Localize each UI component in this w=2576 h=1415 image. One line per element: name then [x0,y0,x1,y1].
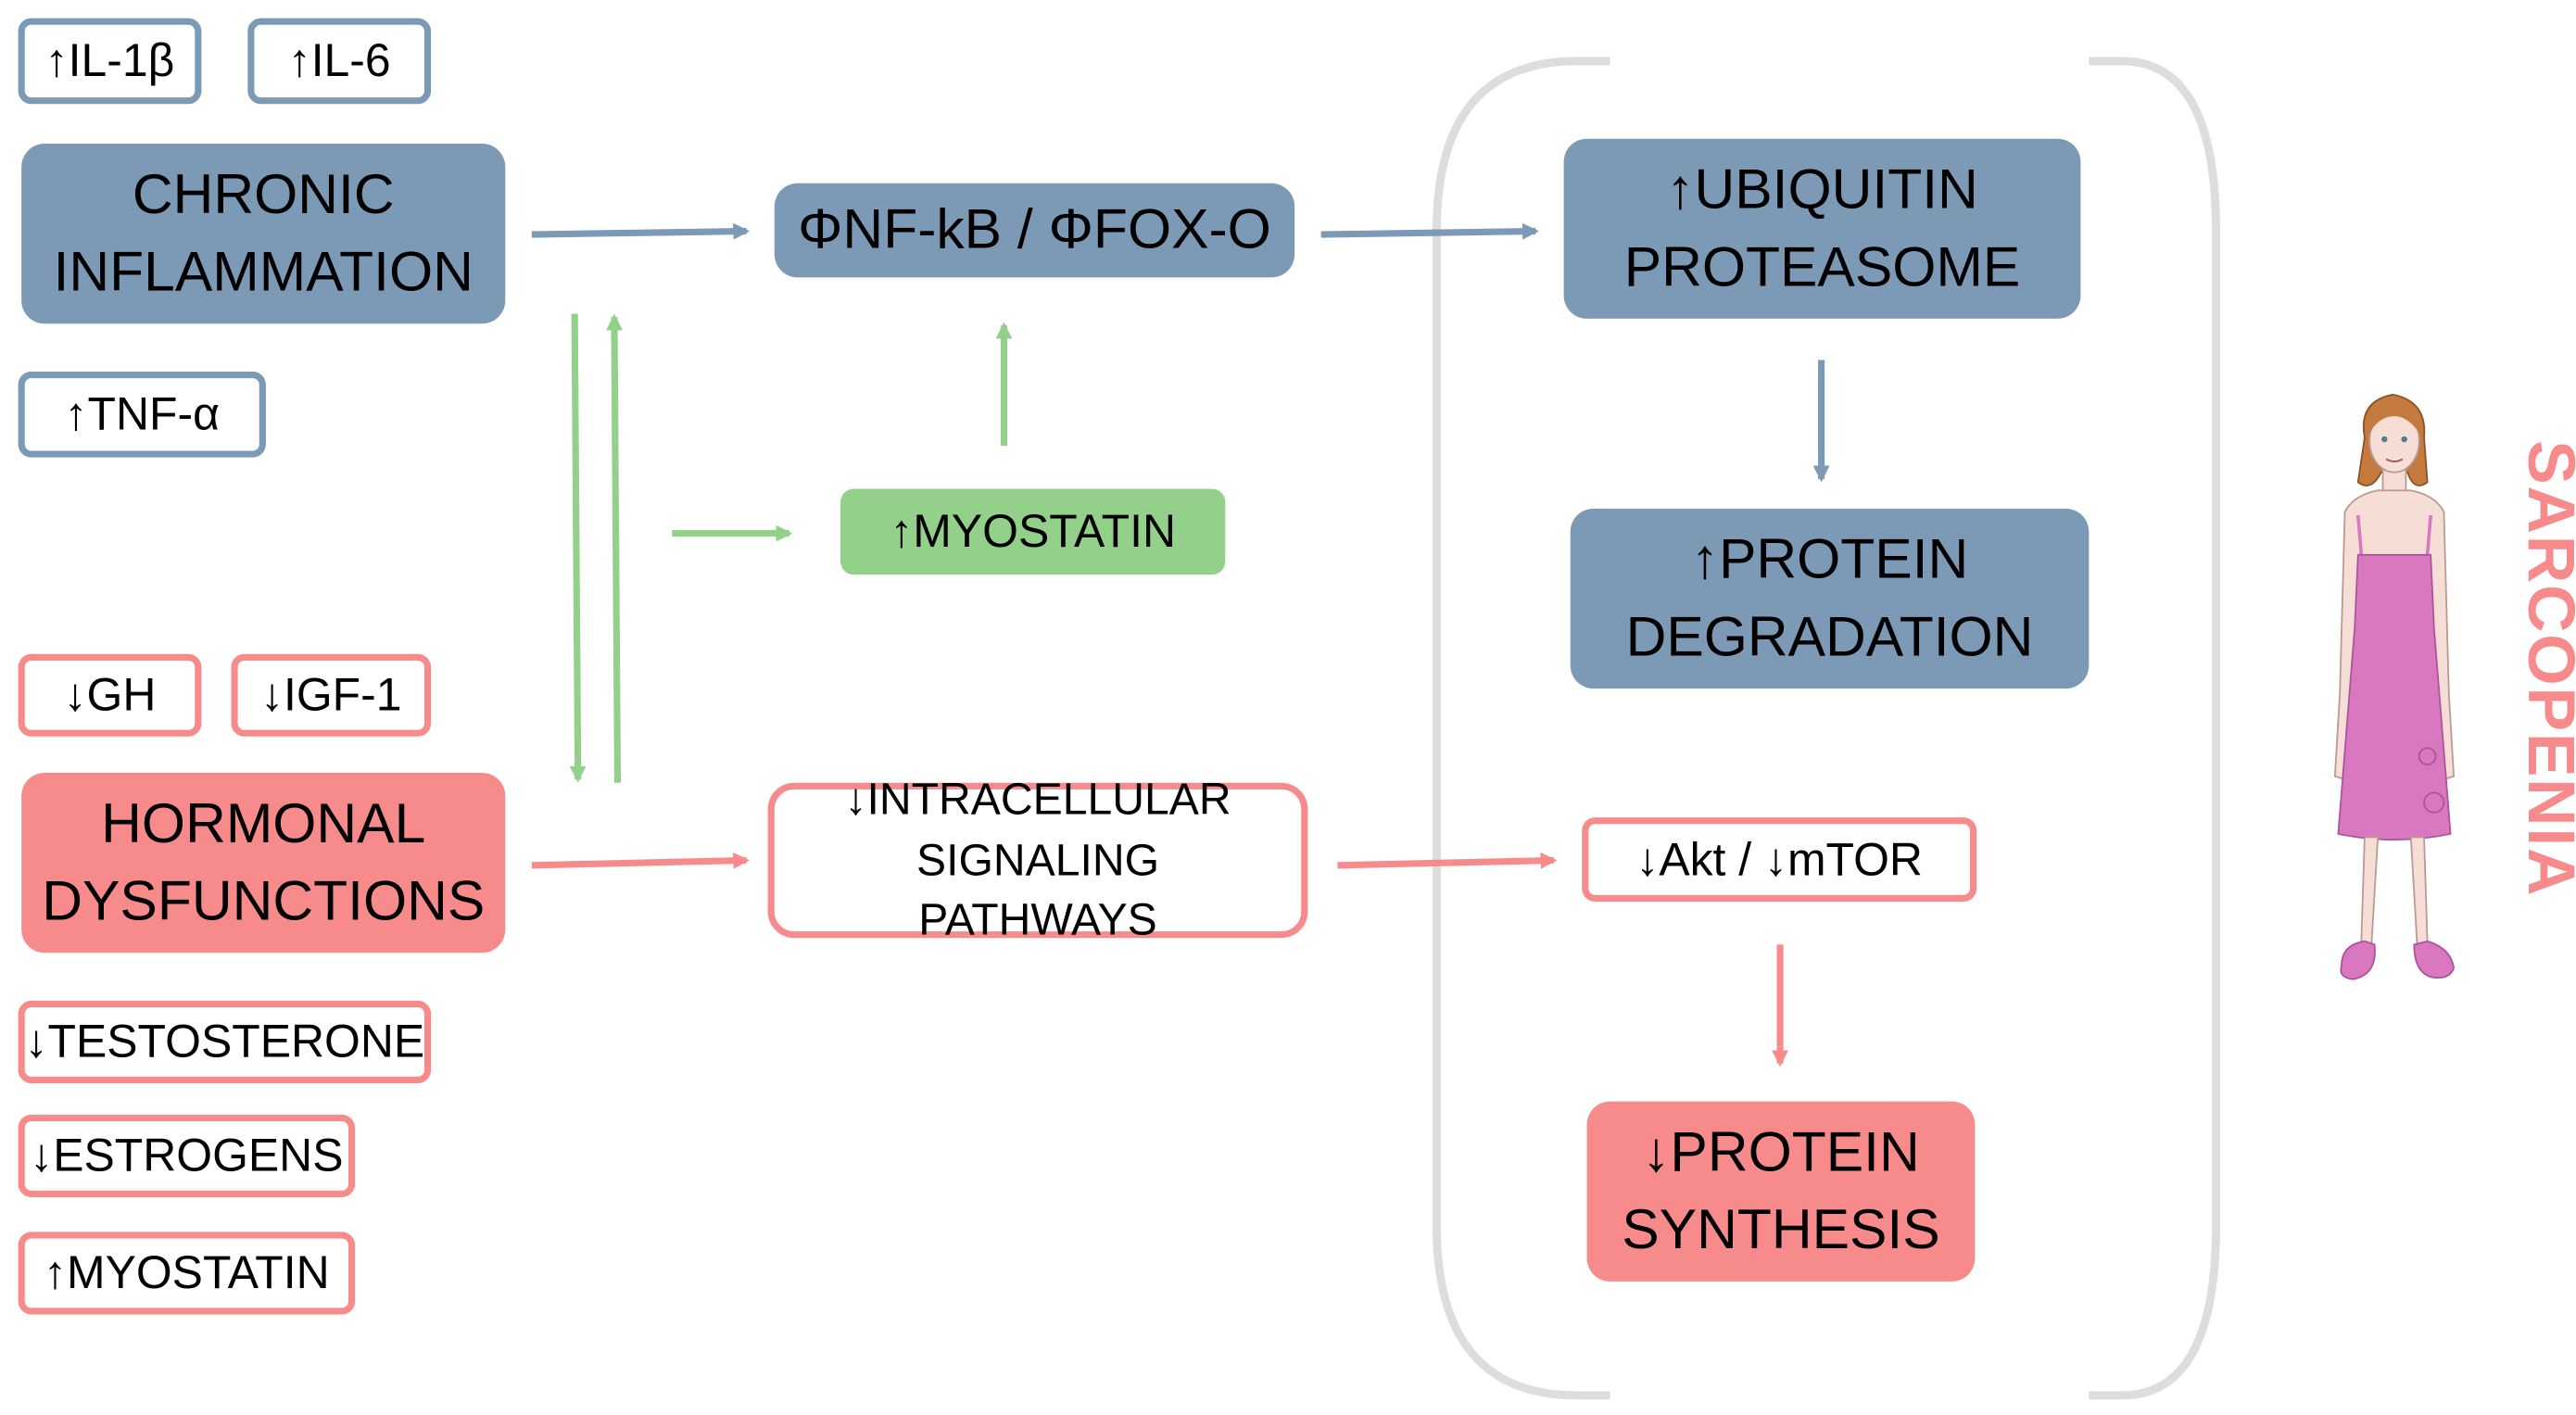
chronic-inflammation-box: CHRONIC INFLAMMATION [21,144,506,324]
elderly-woman-icon [2333,394,2456,980]
protein-synthesis-box: ↓PROTEIN SYNTHESIS [1586,1101,1976,1282]
estrogens-badge: ↓ESTROGENS [18,1114,356,1197]
tnfa-badge: ↑TNF-α [18,371,266,458]
testosterone-badge: ↓TESTOSTERONE [18,1000,432,1084]
il1b-badge: ↑IL-1β [18,18,202,105]
sarcopenia-label: SARCOPENIA [2514,440,2576,898]
arrow-signaling-to-akt [1337,852,1558,869]
gh-badge: ↓GH [18,653,202,737]
arrow-hormonal-to-inflammation [606,313,623,783]
nfkb-foxo-box: ΦNF-kB / ΦFOX-O [774,183,1295,278]
ubiquitin-proteasome-box: ↑UBIQUITIN PROTEASOME [1563,138,2081,319]
il6-badge: ↑IL-6 [247,18,432,105]
intracellular-signaling-box: ↓INTRACELLULAR SIGNALING PATHWAYS [767,775,1308,945]
bracket-left [1432,57,1610,1400]
arrow-inflammation-to-nfkb [531,222,751,240]
igf1-badge: ↓IGF-1 [231,653,432,737]
bracket-right [2089,57,2220,1400]
hormonal-dysfunctions-box: HORMONAL DYSFUNCTIONS [21,772,506,954]
myostatin-badge: ↑MYOSTATIN [18,1232,356,1315]
protein-degradation-box: ↑PROTEIN DEGRADATION [1570,508,2090,689]
akt-mtor-badge: ↓Akt / ↓mTOR [1582,817,1977,902]
arrow-inflammation-to-hormonal [569,313,587,783]
arrow-nfkb-to-ubiquitin [1320,222,1539,240]
myostatin-center-box: ↑MYOSTATIN [840,488,1226,575]
arrow-hormonal-to-signaling [531,852,751,869]
